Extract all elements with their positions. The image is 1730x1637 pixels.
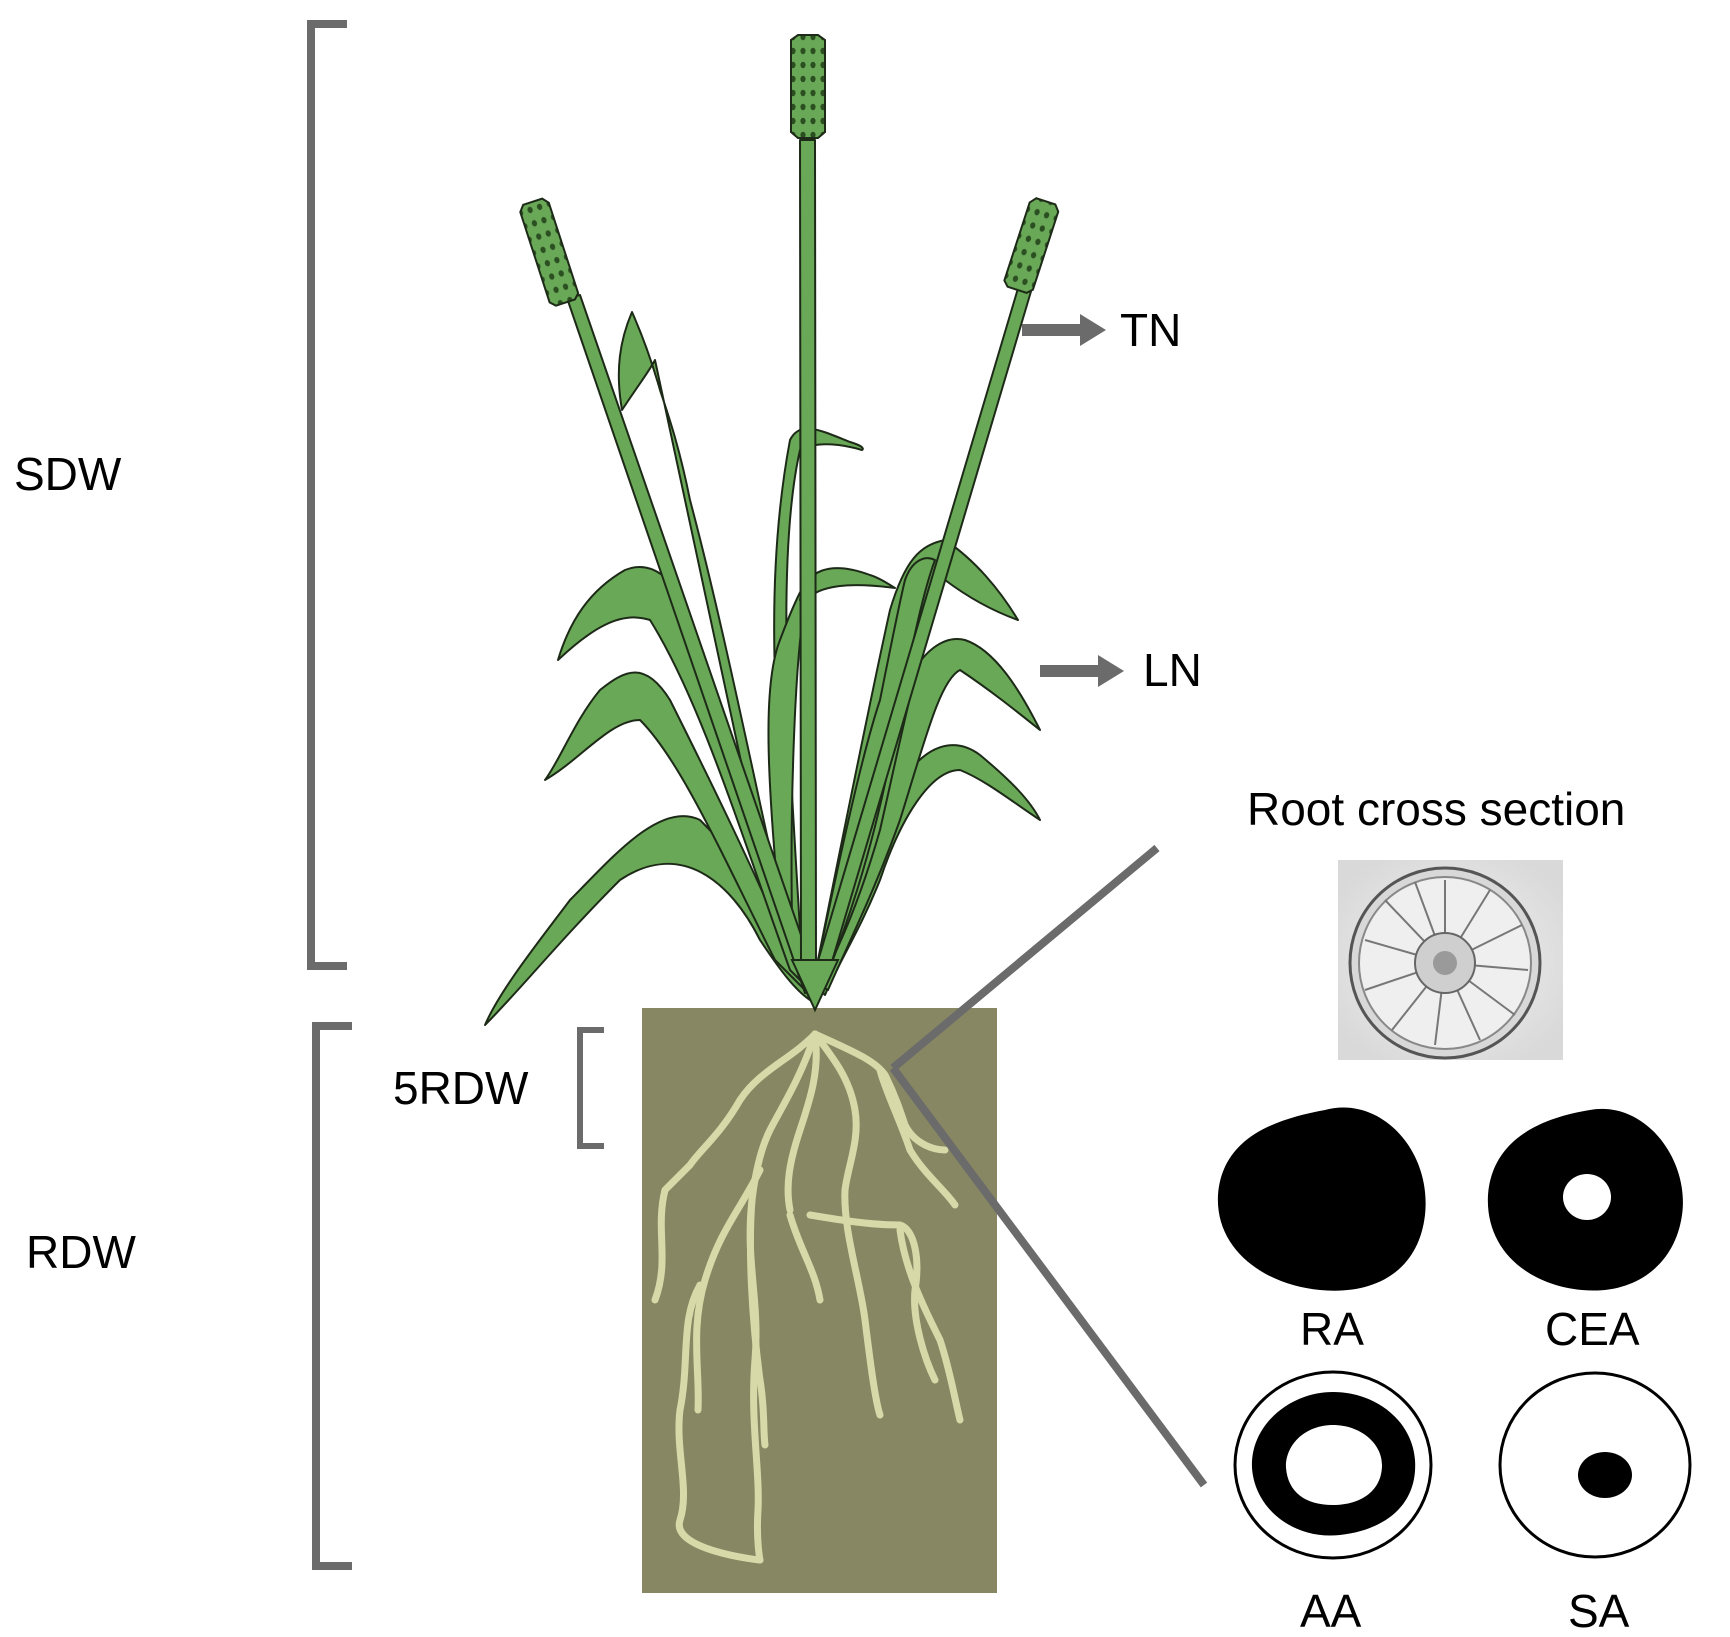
ln-label: LN [1143,644,1202,696]
ra-label: RA [1300,1303,1364,1355]
five-rdw-label: 5RDW [393,1062,529,1114]
zoom-lines [889,844,1208,1488]
left-spike [519,197,580,307]
tn-arrow [1022,314,1106,346]
sa-icon [1498,1371,1692,1559]
sdw-bracket [307,20,347,970]
rdw-label: RDW [26,1226,136,1278]
cea-label: CEA [1545,1303,1640,1355]
sdw-label: SDW [14,448,122,500]
ln-arrow [1040,655,1124,687]
five-rdw-bracket [577,1027,604,1149]
root-cross-section-micrograph [1338,860,1563,1060]
sa-label: SA [1568,1585,1630,1637]
ra-icon [1217,1107,1426,1291]
center-spike [790,34,826,139]
right-spike [1003,197,1060,294]
aa-icon [1233,1370,1433,1560]
root-cross-section-label: Root cross section [1247,783,1625,835]
rdw-bracket [312,1022,352,1570]
aa-label: AA [1300,1585,1362,1637]
plant-base [790,959,840,1013]
cea-icon [1487,1108,1683,1291]
spikes [519,34,1060,307]
leaves [484,311,1041,1026]
tn-label: TN [1120,304,1181,356]
root-system [651,1030,964,1564]
